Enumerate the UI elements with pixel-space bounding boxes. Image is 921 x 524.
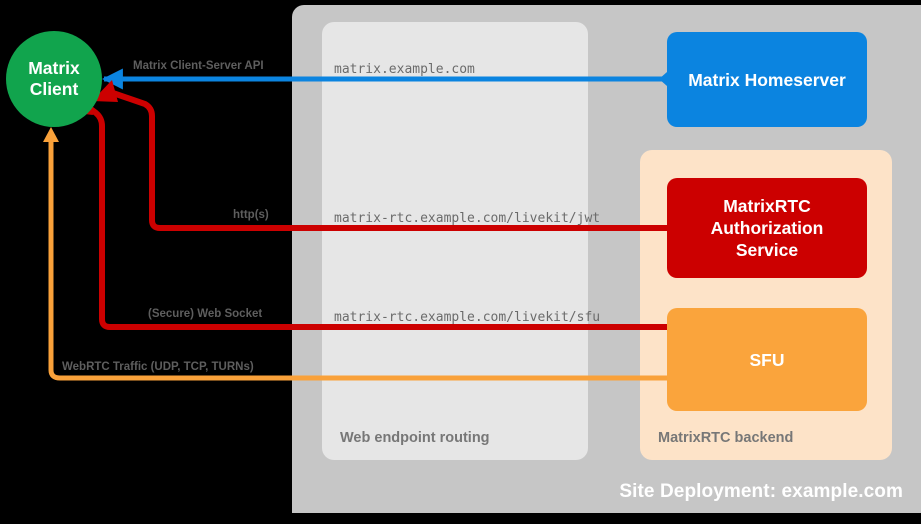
node-sfu[interactable]: SFU [667, 308, 867, 411]
edge-livekit-jwt-line [109, 89, 667, 231]
node-auth-label-line2: Authorization [710, 218, 824, 238]
node-sfu-label: SFU [749, 349, 785, 370]
edge-client-server-api [101, 68, 667, 90]
site-deployment-title: Site Deployment: example.com [619, 481, 903, 502]
node-matrix-homeserver-label: Matrix Homeserver [688, 69, 846, 90]
edge-webrtc-traffic-arrowhead-up [43, 127, 59, 142]
edge-label-http-s: http(s) [233, 209, 269, 221]
endpoint-label-matrix-example-com: matrix.example.com [334, 62, 475, 77]
node-matrix-client-label-line2: Client [29, 79, 79, 99]
edge-label-secure-web-socket: (Secure) Web Socket [148, 308, 263, 320]
edge-livekit-sfu-line [82, 101, 667, 330]
panel-web-endpoint-routing-label: Web endpoint routing [340, 430, 490, 446]
panel-matrixrtc-backend-label: MatrixRTC backend [658, 430, 794, 446]
node-matrixrtc-authorization-service[interactable]: MatrixRTC Authorization Service [667, 178, 867, 278]
edge-label-client-server-api: Matrix Client-Server API [133, 60, 264, 72]
edge-webrtc-traffic [43, 127, 682, 386]
node-matrix-homeserver[interactable]: Matrix Homeserver [667, 32, 867, 127]
node-auth-label-line3: Service [735, 240, 799, 260]
edge-client-server-api-arrowhead-right [659, 72, 667, 86]
node-auth-label-line1: MatrixRTC [723, 196, 811, 216]
endpoint-label-livekit-jwt: matrix-rtc.example.com/livekit/jwt [334, 211, 601, 226]
panel-web-endpoint-routing: Web endpoint routing [322, 22, 588, 460]
node-matrix-client[interactable]: Matrix Client [6, 31, 102, 127]
endpoint-label-livekit-sfu: matrix-rtc.example.com/livekit/sfu [334, 310, 601, 325]
node-matrix-client-label-line1: Matrix [28, 58, 80, 78]
edge-label-webrtc-traffic: WebRTC Traffic (UDP, TCP, TURNs) [62, 361, 254, 373]
edge-webrtc-traffic-line [48, 140, 667, 381]
